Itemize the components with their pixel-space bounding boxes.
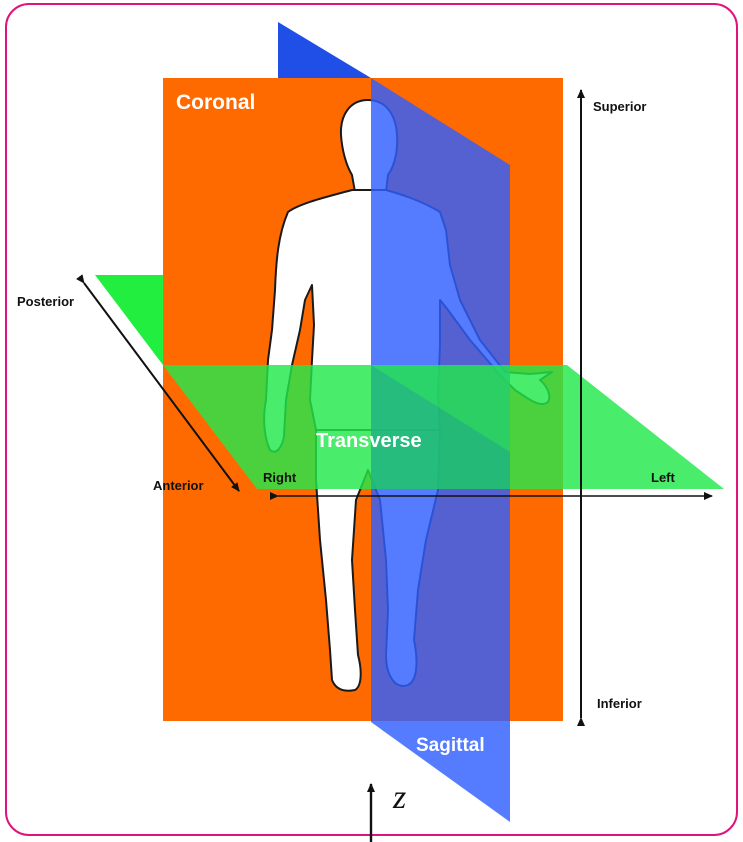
sagittal-plane-back	[278, 22, 371, 78]
left-label: Left	[651, 470, 676, 485]
coronal-label: Coronal	[176, 91, 255, 114]
transverse-label: Transverse	[316, 430, 422, 452]
superior-label: Superior	[593, 99, 646, 114]
posterior-label: Posterior	[17, 294, 74, 309]
right-label: Right	[263, 470, 297, 485]
z-axis-label: z	[392, 779, 406, 816]
inferior-label: Inferior	[597, 696, 642, 711]
transverse-plane-back	[95, 275, 163, 365]
sagittal-label: Sagittal	[416, 735, 485, 756]
anterior-label: Anterior	[153, 478, 204, 493]
